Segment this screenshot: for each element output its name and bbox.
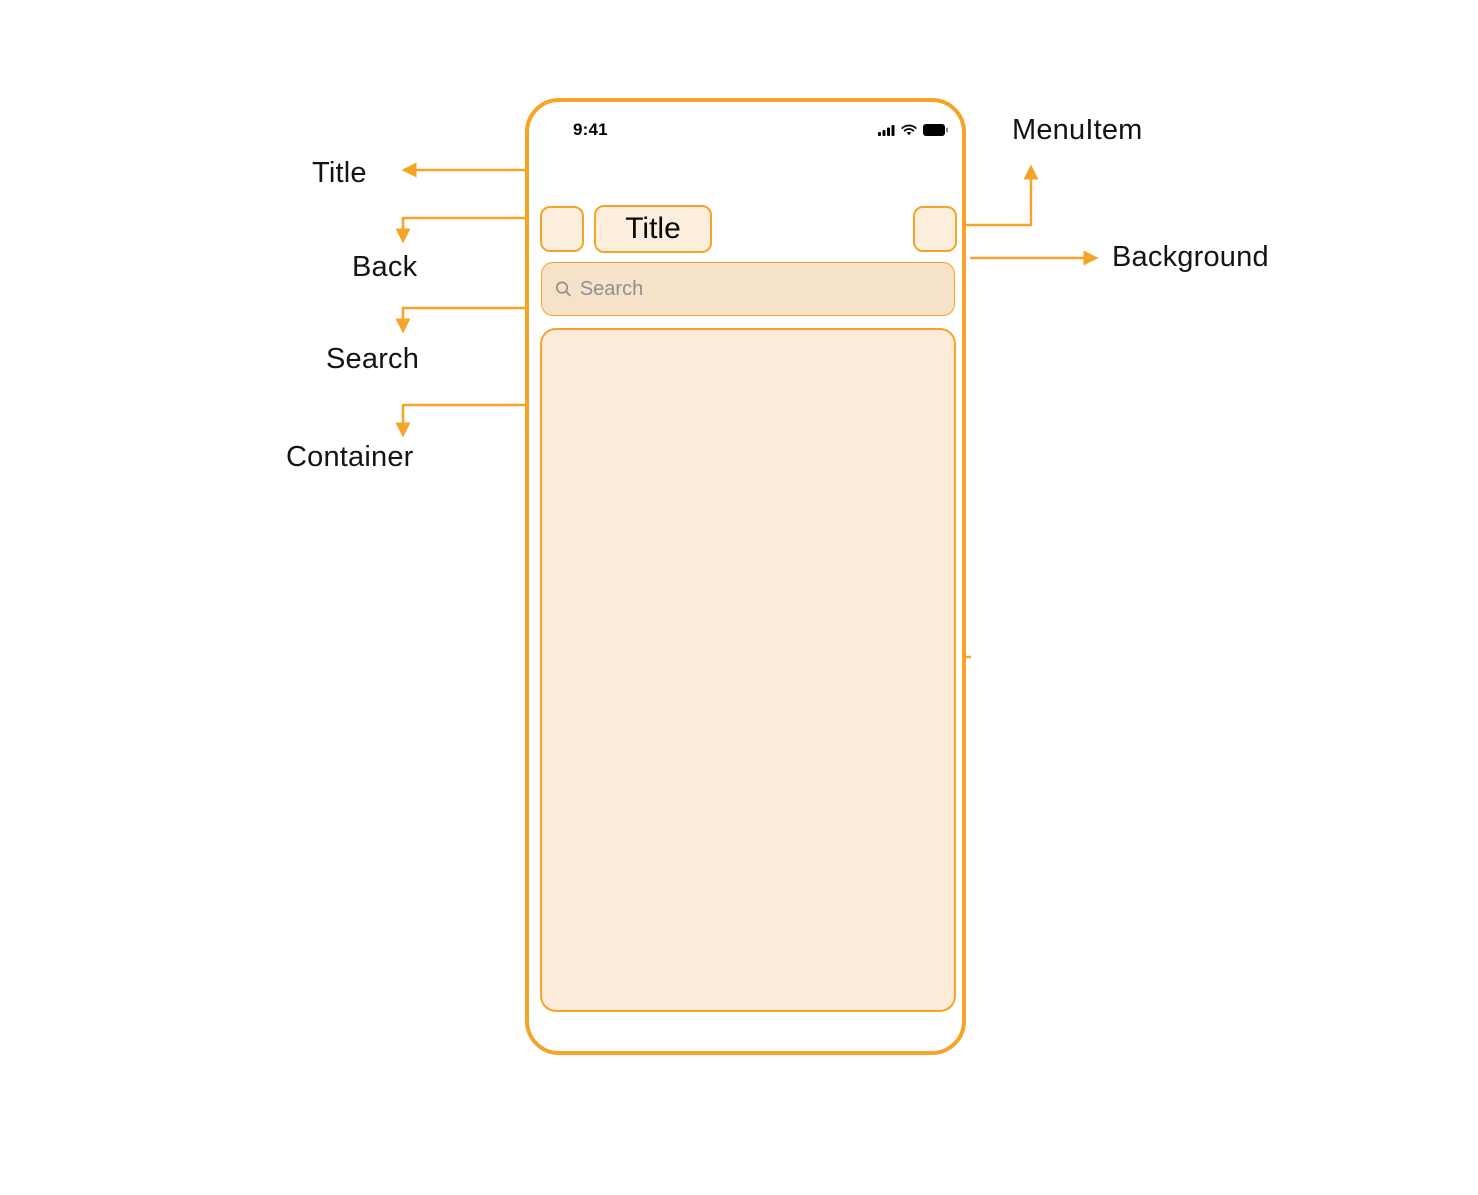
wifi-icon: [901, 124, 917, 136]
status-bar: 9:41: [529, 120, 962, 140]
page-title: Title: [594, 205, 712, 253]
annotation-label-menuitem: MenuItem: [1012, 114, 1143, 146]
container-arrow: [395, 403, 538, 438]
annotation-label-search: Search: [326, 343, 420, 375]
back-arrow: [395, 216, 538, 244]
back-button[interactable]: [540, 206, 584, 252]
cellular-signal-icon: [878, 124, 895, 136]
search-arrow: [395, 306, 539, 334]
annotation-label-back: Back: [352, 251, 418, 283]
battery-icon: [923, 124, 948, 136]
search-icon: [555, 281, 571, 297]
menuitem-arrow: [960, 164, 1039, 227]
annotation-label-title: Title: [312, 157, 367, 189]
menu-item-button[interactable]: [913, 206, 957, 252]
search-input[interactable]: [579, 277, 941, 301]
phone-frame: 9:41 Title: [525, 98, 966, 1055]
content-container: [540, 328, 956, 1012]
annotation-label-background: Background: [1112, 241, 1269, 273]
status-time: 9:41: [573, 120, 608, 139]
status-icons: [878, 124, 948, 136]
search-bar[interactable]: [541, 262, 955, 316]
annotation-label-container: Container: [286, 441, 414, 473]
page-title-text: Title: [625, 212, 681, 245]
